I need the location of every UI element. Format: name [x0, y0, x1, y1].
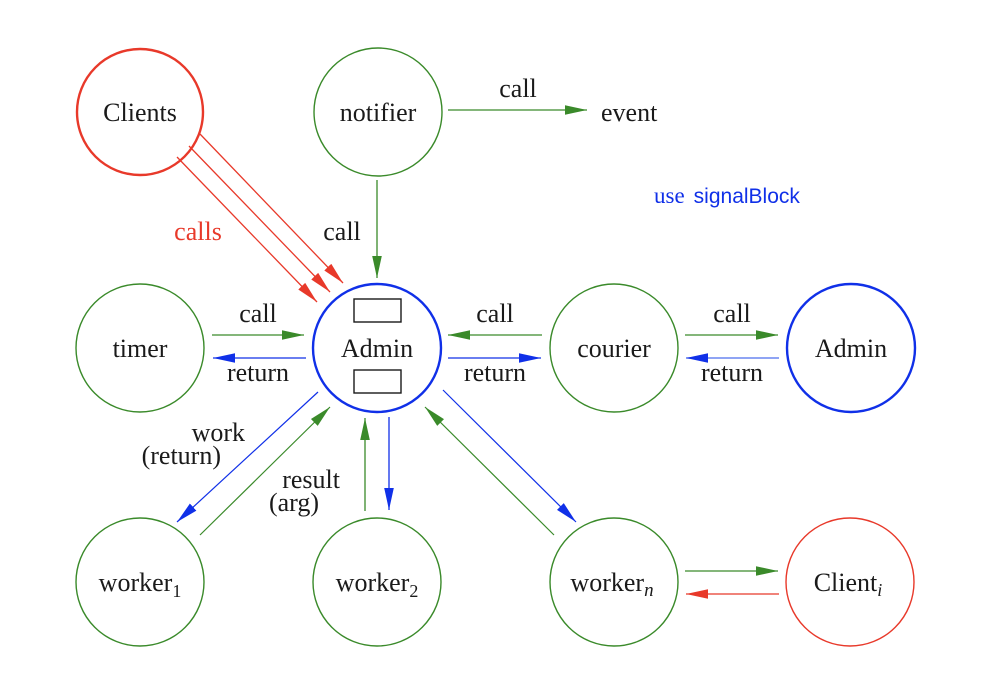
admin-node	[311, 282, 443, 414]
timer-label: timer	[113, 334, 168, 363]
notifier-event-call-label: call	[499, 74, 537, 103]
admin-workern-arrow	[442, 389, 577, 523]
worker1-admin-result-arrow	[199, 406, 331, 536]
clienti-subscript: i	[877, 580, 882, 600]
timer-call-label: call	[239, 299, 277, 328]
courier-return-label: return	[464, 358, 526, 387]
clients-node	[75, 47, 205, 177]
courier-node	[549, 283, 679, 413]
clients-admin-arrow-2	[188, 145, 331, 293]
worker2-label: worker2	[336, 568, 419, 601]
clienti-label: Clienti	[814, 568, 883, 600]
courier-label: courier	[577, 334, 651, 363]
admin-worker1-work-arrow	[176, 391, 319, 523]
timer-node	[75, 283, 205, 413]
worker1-label: worker1	[99, 568, 182, 601]
worker2-subscript: 2	[409, 581, 418, 601]
admin2-return-label: return	[701, 358, 763, 387]
clients-calls-label: calls	[174, 217, 222, 246]
admin-queue-box-bottom	[353, 369, 402, 394]
worker1-node	[75, 517, 205, 647]
notifier-node	[313, 47, 443, 177]
admin-label: Admin	[341, 334, 413, 363]
admin2-label: Admin	[815, 334, 887, 363]
event-label: event	[601, 98, 658, 127]
courier-call-label: call	[476, 299, 514, 328]
workern-subscript: n	[644, 580, 654, 601]
admin2-call-label: call	[713, 299, 751, 328]
work-return-label: (return)	[142, 441, 221, 470]
result-label: result	[282, 465, 341, 494]
result-arg-label: (arg)	[269, 488, 319, 517]
clients-admin-arrow-1	[199, 133, 344, 284]
clienti-node	[785, 517, 915, 647]
worker1-subscript: 1	[172, 581, 181, 601]
workern-admin-arrow	[424, 406, 555, 536]
admin-queue-box-top	[353, 298, 402, 323]
workern-node	[549, 517, 679, 647]
clients-label: Clients	[103, 98, 177, 127]
timer-return-label: return	[227, 358, 289, 387]
notifier-admin-call-label: call	[323, 217, 361, 246]
admin2-node	[785, 282, 917, 414]
workern-label: workern	[570, 568, 653, 601]
notifier-label: notifier	[340, 98, 417, 127]
work-label: work	[192, 418, 245, 447]
worker2-node	[312, 517, 442, 647]
clients-admin-arrow-3	[176, 156, 318, 303]
